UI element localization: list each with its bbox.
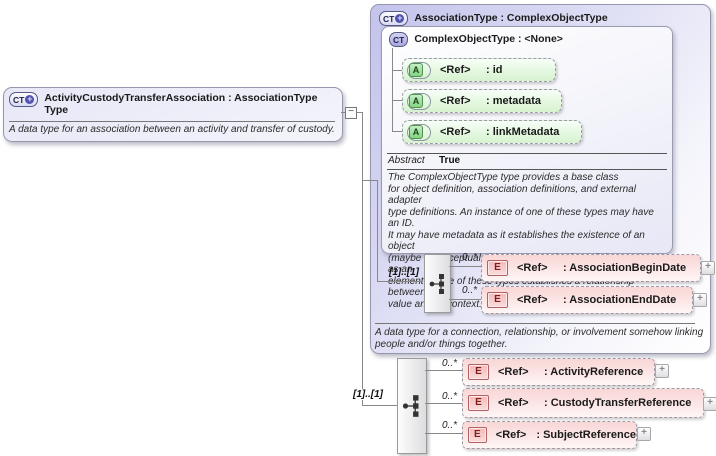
connector-line (377, 180, 378, 281)
connector-line (425, 433, 462, 434)
collapse-button[interactable]: − (345, 107, 357, 119)
connector-line (362, 112, 363, 405)
attribute-pill-id[interactable]: A <Ref> : id (402, 58, 556, 82)
plus-circle-icon: + (25, 94, 35, 104)
attribute-capsule-icon: A (407, 61, 431, 79)
element-name: : ActivityReference (544, 366, 644, 378)
element-box-header: CT + ActivityCustodyTransferAssociation … (9, 92, 342, 116)
ct-badge-label: CT (13, 94, 25, 105)
divider (387, 153, 667, 154)
cardinality-label: [1]..[1] (353, 389, 383, 400)
attribute-pill-linkmetadata[interactable]: A <Ref> : linkMetadata (402, 120, 582, 144)
complex-type-plus-icon: CT + (9, 92, 39, 107)
cot-box-header: CT ComplexObjectType : <None> (389, 32, 672, 47)
association-box-header: CT + AssociationType : ComplexObjectType (379, 11, 710, 26)
element-pill-associationbegindate[interactable]: E <Ref> : AssociationBeginDate (481, 254, 701, 282)
plus-circle-icon: + (395, 13, 405, 23)
connector-line (341, 112, 345, 113)
connector-line (392, 70, 402, 71)
expand-button[interactable]: + (703, 397, 716, 411)
occurrence-label: 0..* (442, 391, 458, 402)
connector-line (449, 299, 481, 300)
element-name: : AssociationEndDate (563, 294, 677, 306)
divider (9, 121, 335, 122)
attribute-capsule-icon: A (407, 123, 431, 141)
divider (375, 323, 695, 324)
attribute-icon: A (409, 63, 423, 77)
cot-description: The ComplexObjectType type provides a ba… (388, 172, 657, 310)
complex-type-icon: CT (389, 32, 409, 47)
facet-value: True (439, 155, 461, 166)
connector-line (392, 48, 393, 131)
connector-line (392, 100, 402, 101)
element-ref: <Ref> (498, 397, 529, 409)
element-icon: E (487, 260, 508, 276)
attribute-pill-metadata[interactable]: A <Ref> : metadata (402, 89, 562, 113)
association-type-box: CT + AssociationType : ComplexObjectType… (370, 4, 715, 354)
element-icon: E (468, 427, 487, 443)
association-title: AssociationType : ComplexObjectType (414, 12, 608, 24)
element-ref: <Ref> (495, 429, 527, 441)
element-ref: <Ref> (517, 294, 548, 306)
occurrence-label: 0..* (442, 420, 458, 431)
sequence-indicator[interactable] (424, 254, 451, 313)
attribute-ref: <Ref> (440, 126, 471, 138)
facet-label: Abstract (388, 155, 425, 166)
sequence-icon (429, 273, 444, 294)
element-pill-activityreference[interactable]: E <Ref> : ActivityReference (462, 358, 655, 386)
connector-line (425, 403, 462, 404)
attribute-capsule-icon: A (407, 92, 431, 110)
element-ref: <Ref> (517, 262, 548, 274)
element-title-line2: Type (44, 104, 69, 116)
connector-line (362, 405, 397, 406)
element-definition-box: CT + ActivityCustodyTransferAssociation … (3, 87, 343, 142)
element-pill-subjectreference[interactable]: E <Ref> : SubjectReference (462, 421, 637, 449)
element-pill-associationenddate[interactable]: E <Ref> : AssociationEndDate (481, 286, 693, 314)
element-icon: E (487, 292, 508, 308)
complex-type-plus-icon: CT + (379, 11, 409, 26)
connector-line (356, 112, 362, 113)
expand-button[interactable]: + (693, 293, 707, 307)
occurrence-label: 0..* (462, 252, 478, 263)
association-description: A data type for a connection, relationsh… (375, 327, 704, 350)
attribute-name: : linkMetadata (486, 126, 560, 138)
connector-line (425, 370, 462, 371)
element-icon: E (468, 395, 489, 411)
attribute-ref: <Ref> (440, 95, 471, 107)
element-name: : CustodyTransferReference (544, 397, 692, 409)
attribute-icon: A (409, 125, 423, 139)
element-pill-custodytransferreference[interactable]: E <Ref> : CustodyTransferReference (462, 388, 704, 418)
attribute-name: : metadata (486, 95, 542, 107)
divider (387, 169, 667, 170)
attribute-ref: <Ref> (440, 64, 471, 76)
occurrence-label: 0..* (442, 358, 458, 369)
cardinality-label: [1]..[1] (389, 267, 419, 278)
expand-button[interactable]: + (655, 364, 669, 378)
element-name: : SubjectReference (536, 429, 636, 441)
occurrence-label: 0..* (462, 285, 478, 296)
complex-object-type-box: CT ComplexObjectType : <None> A <Ref> : … (381, 26, 673, 310)
expand-button[interactable]: + (637, 427, 651, 441)
sequence-icon (402, 395, 419, 417)
element-ref: <Ref> (498, 366, 529, 378)
cot-title: ComplexObjectType : <None> (414, 33, 563, 45)
ct-badge-label: CT (393, 34, 405, 45)
connector-line (449, 266, 481, 267)
element-title: ActivityCustodyTransferAssociation : Ass… (44, 92, 317, 116)
connector-line (362, 180, 377, 181)
attribute-icon: A (409, 94, 423, 108)
connector-line (392, 131, 402, 132)
sequence-indicator[interactable] (397, 358, 427, 454)
attribute-name: : id (486, 64, 503, 76)
expand-button[interactable]: + (701, 261, 715, 275)
element-title-line1: ActivityCustodyTransferAssociation : Ass… (44, 92, 318, 104)
element-icon: E (468, 364, 489, 380)
element-name: : AssociationBeginDate (563, 262, 687, 274)
connector-line (377, 281, 423, 282)
element-description: A data type for an association between a… (9, 124, 335, 135)
ct-badge-label: CT (383, 13, 395, 24)
